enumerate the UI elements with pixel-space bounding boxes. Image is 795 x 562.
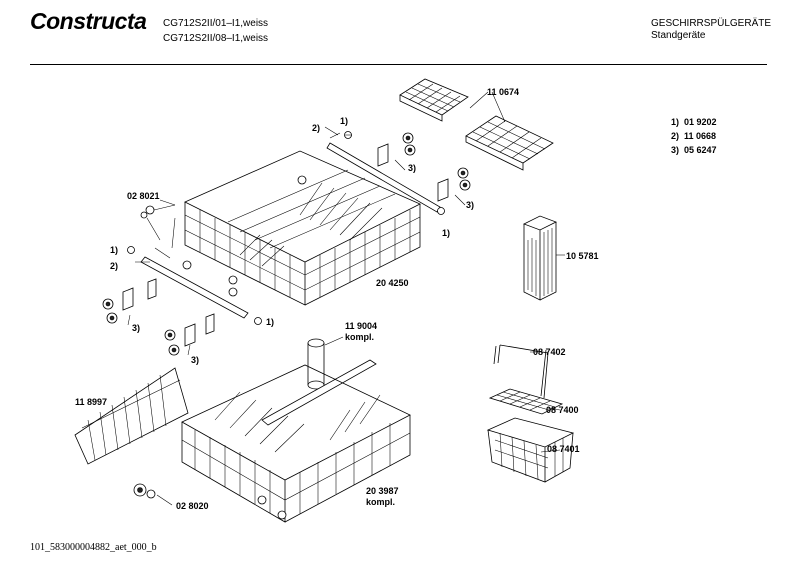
part-label-087402: 08 7402 <box>533 347 566 357</box>
part-label-203987: 20 3987 <box>366 486 399 496</box>
category-title: GESCHIRRSPÜLGERÄTE <box>651 18 772 29</box>
callout-1-right: 1) <box>442 228 451 238</box>
callout-1-top: 1) <box>340 116 349 126</box>
constructa-logo: Constructa <box>30 8 147 34</box>
basket-handle-drawing <box>493 344 549 399</box>
callout-2-top: 2) <box>312 123 321 133</box>
legend-part: 05 6247 <box>684 145 717 155</box>
basket-lid-drawing <box>488 388 564 415</box>
lower-basket-drawing <box>133 364 411 523</box>
legend-key: 3) <box>671 145 680 155</box>
upper-basket-drawing <box>182 150 421 306</box>
part-label-087401: 08 7401 <box>547 444 580 454</box>
part-label-087400: 08 7400 <box>546 405 579 415</box>
fold-down-rack-drawing <box>74 367 189 465</box>
basket-rails-drawing <box>127 131 445 325</box>
leader-lines <box>154 126 561 453</box>
callout-3-c: 3) <box>132 323 141 333</box>
roller-bracket-assemblies-drawing <box>102 132 471 356</box>
category-subtitle: Standgeräte <box>651 30 706 41</box>
callout-3-d: 3) <box>191 355 200 365</box>
document-id-footer: 101_583000004882_aet_000_b <box>30 542 157 553</box>
cutlery-grid-insert-drawing <box>399 78 554 171</box>
legend-part: 11 0668 <box>684 131 717 141</box>
part-label-203987-kompl: kompl. <box>366 497 396 507</box>
callout-3-b: 3) <box>466 200 475 210</box>
part-label-119004: 11 9004 <box>345 321 378 331</box>
part-label-028020: 02 8020 <box>176 501 209 511</box>
part-label-110674: 11 0674 <box>487 87 520 97</box>
legend-item-3: 3) 05 6247 <box>671 143 717 157</box>
callout-1-mid: 1) <box>266 317 275 327</box>
callout-2-left: 2) <box>110 261 119 271</box>
model-line-2: CG712S2II/08–I1,weiss <box>163 33 269 44</box>
part-label-204250: 20 4250 <box>376 278 409 288</box>
callout-3-a: 3) <box>408 163 417 173</box>
spray-arm-drawing <box>261 336 377 426</box>
cutlery-holder-drawing <box>523 215 565 301</box>
callout-1-left: 1) <box>110 245 119 255</box>
header-divider <box>30 64 767 65</box>
legend-key: 1) <box>671 117 680 127</box>
legend: 1) 01 9202 2) 11 0668 3) 05 6247 <box>671 115 717 157</box>
cutlery-basket-drawing <box>486 417 575 483</box>
part-label-105781: 10 5781 <box>566 251 599 261</box>
part-label-118997: 11 8997 <box>75 397 108 407</box>
legend-key: 2) <box>671 131 680 141</box>
legend-item-1: 1) 01 9202 <box>671 115 717 129</box>
model-line-1: CG712S2II/01–I1,weiss <box>163 18 269 29</box>
legend-part: 01 9202 <box>684 117 717 127</box>
legend-item-2: 2) 11 0668 <box>671 129 717 143</box>
part-label-028021: 02 8021 <box>127 191 160 201</box>
part-label-119004-kompl: kompl. <box>345 332 375 342</box>
